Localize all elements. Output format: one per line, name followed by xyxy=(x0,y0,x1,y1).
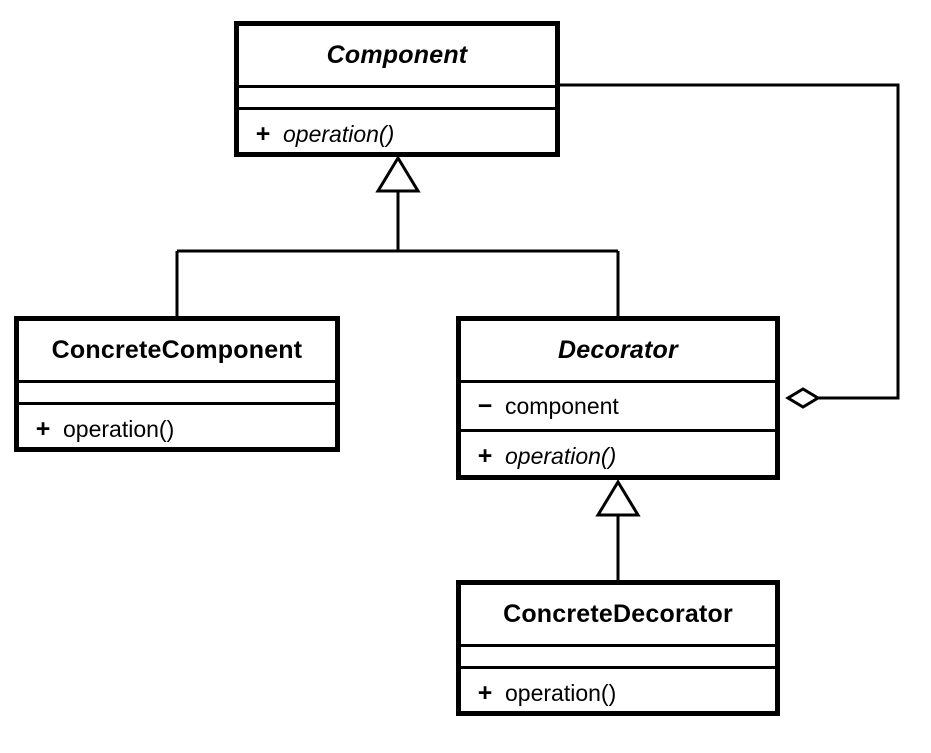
attributes-compartment-component xyxy=(239,88,555,110)
generalization-to-component[interactable] xyxy=(175,155,620,318)
class-name-concrete-decorator: ConcreteDecorator xyxy=(461,585,775,647)
visibility-marker: + xyxy=(477,442,493,470)
operation-row-concrete-decorator-operation: + operation() xyxy=(461,669,775,718)
attribute-label: component xyxy=(505,392,619,419)
attributes-compartment-concrete-decorator xyxy=(461,647,775,669)
aggregation-decorator-to-component[interactable] xyxy=(560,83,900,409)
generalization-triangle-icon-decorator xyxy=(595,479,641,517)
attribute-row-decorator-component: − component xyxy=(461,383,775,432)
attributes-compartment-concrete-component xyxy=(19,383,335,405)
operation-row-concrete-component-operation: + operation() xyxy=(19,405,335,454)
class-box-component[interactable]: Component + operation() xyxy=(234,21,560,157)
operation-label: operation() xyxy=(505,680,617,706)
generalization-concrete-decorator-to-decorator[interactable] xyxy=(595,479,641,582)
operation-row-component-operation: + operation() xyxy=(239,110,555,159)
visibility-marker: + xyxy=(255,120,271,148)
aggregation-line xyxy=(560,83,900,400)
class-box-concrete-decorator[interactable]: ConcreteDecorator + operation() xyxy=(456,580,780,716)
operation-label: operation() xyxy=(63,416,175,442)
generalization-triangle-icon-component xyxy=(375,155,421,193)
class-name-component: Component xyxy=(239,26,555,88)
class-box-concrete-component[interactable]: ConcreteComponent + operation() xyxy=(14,316,340,452)
visibility-marker: + xyxy=(477,679,493,707)
operation-label: operation() xyxy=(283,121,395,147)
visibility-marker: + xyxy=(35,415,51,443)
class-name-decorator: Decorator xyxy=(461,321,775,383)
visibility-marker: − xyxy=(477,391,493,420)
class-box-decorator[interactable]: Decorator − component + operation() xyxy=(456,316,780,480)
aggregation-diamond-icon xyxy=(785,387,821,409)
class-name-concrete-component: ConcreteComponent xyxy=(19,321,335,383)
operation-label: operation() xyxy=(505,443,617,469)
operation-row-decorator-operation: + operation() xyxy=(461,432,775,481)
